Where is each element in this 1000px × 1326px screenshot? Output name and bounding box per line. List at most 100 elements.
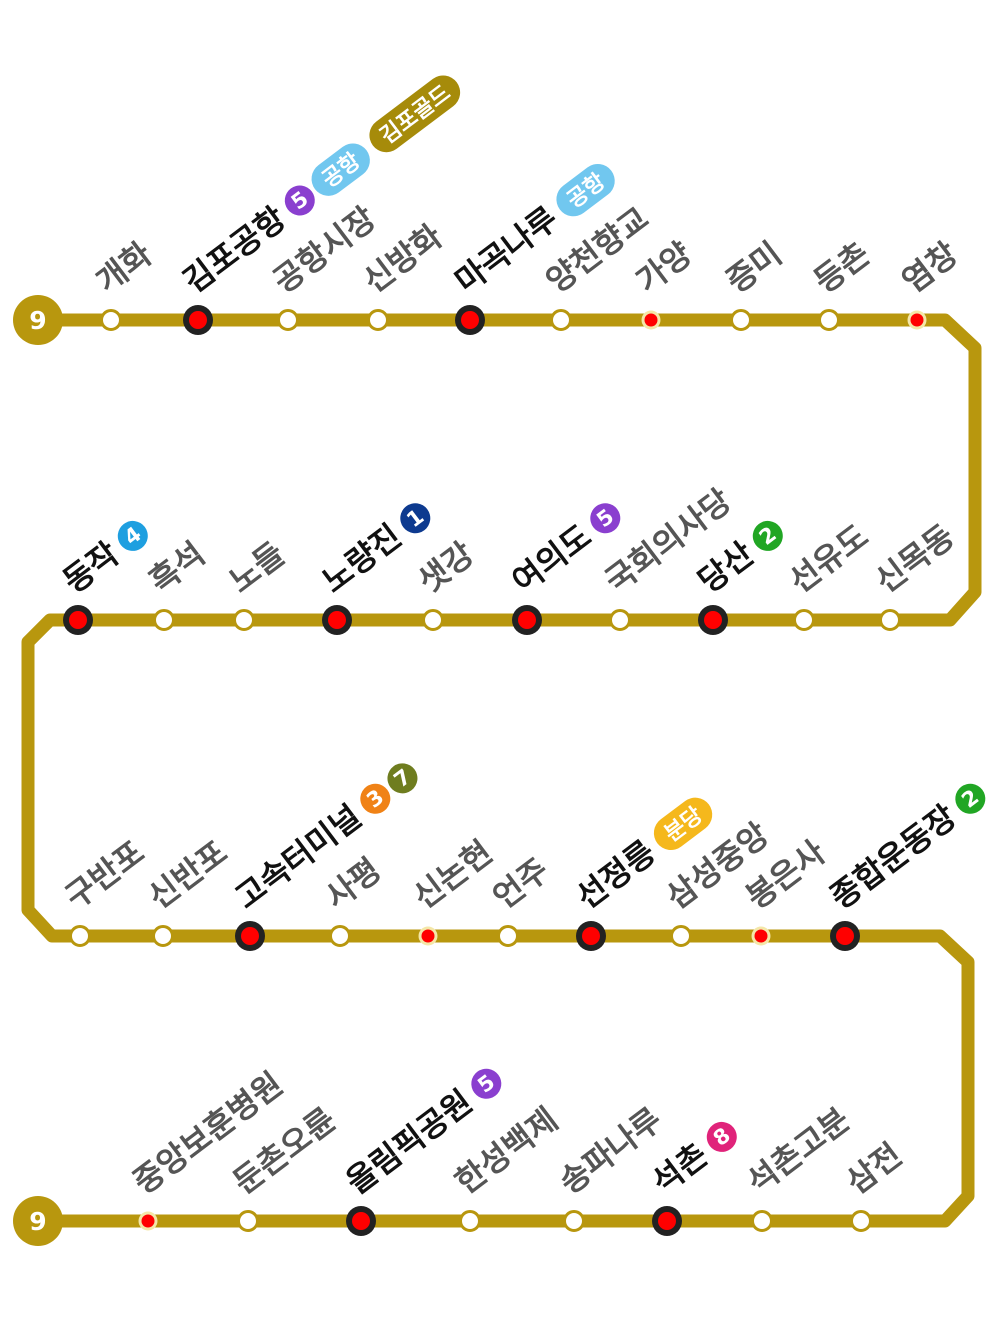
station-label-group: 삼전 (839, 1136, 909, 1202)
badge-circle (284, 185, 315, 216)
station-marker (233, 609, 255, 631)
line-number: 9 (29, 1207, 46, 1236)
station-name: 신논현 (406, 833, 499, 917)
station-label-group: 가양 (629, 235, 699, 301)
station-name: 삼전 (839, 1136, 909, 1202)
station-name: 양천향교 (539, 199, 656, 300)
station-name: 신목동 (868, 517, 961, 601)
station-label-group: 신논현 (406, 833, 499, 917)
station-name: 가양 (629, 235, 699, 301)
station-label-group: 사평 (318, 851, 388, 917)
station-name: 선유도 (782, 517, 875, 601)
station-label-group: 석촌고분 (740, 1100, 857, 1201)
station-name: 선정릉 (569, 833, 662, 917)
transfer-station-dot (69, 611, 87, 629)
transfer-line-badge: 7 (387, 763, 418, 794)
station-name: 석촌 (645, 1136, 715, 1202)
station[interactable]: 선유도 (782, 517, 875, 631)
badge-circle (955, 783, 986, 814)
terminal-end-marker: 9 (13, 1196, 63, 1246)
station-marker (329, 925, 351, 947)
express-station-dot (421, 929, 435, 943)
station-name: 구반포 (58, 833, 151, 917)
station-label-group: 송파나루 (552, 1100, 669, 1201)
station-marker (730, 309, 752, 331)
station-marker (879, 609, 901, 631)
transfer-station-dot (352, 1212, 370, 1230)
transfer-line-pill: 공항 (556, 163, 615, 217)
pill-background (653, 797, 713, 851)
station-marker (459, 1210, 481, 1232)
express-station-dot (754, 929, 768, 943)
station-name: 종합운동장 (823, 797, 963, 916)
transfer-line-pill: 공항 (311, 143, 370, 196)
transfer-line-badge: 5 (284, 185, 315, 216)
transfer-station-dot (658, 1212, 676, 1230)
station-name: 노들 (222, 535, 292, 601)
transfer-line-badge: 8 (706, 1121, 737, 1152)
transfer-line-badge: 2 (955, 783, 986, 814)
station-name: 마곡나루 (448, 199, 565, 300)
station-marker (751, 1210, 773, 1232)
station-marker (563, 1210, 585, 1232)
station-label-group: 양천향교 (539, 199, 656, 300)
station-marker (497, 925, 519, 947)
station-marker (277, 309, 299, 331)
station-name: 김포공항 (176, 199, 293, 300)
station[interactable]: 신반포 (141, 833, 234, 947)
station-marker (850, 1210, 872, 1232)
badge-circle (752, 520, 783, 551)
station[interactable]: 신논현 (406, 833, 499, 946)
station-label-group: 염창 (895, 235, 965, 301)
station[interactable]: 신목동 (868, 517, 961, 631)
route-line (21, 313, 982, 1228)
terminal-markers: 99 (13, 295, 63, 1246)
transfer-station-dot (328, 611, 346, 629)
pill-background (369, 75, 461, 153)
transfer-station-dot (461, 311, 479, 329)
transfer-line-badge: 3 (360, 783, 391, 814)
station-name: 신반포 (141, 833, 234, 917)
station-marker (367, 309, 389, 331)
route-path (21, 313, 982, 1228)
station-name: 송파나루 (552, 1100, 669, 1201)
station-name: 당산 (691, 535, 761, 601)
transfer-line-pill: 김포골드 (369, 75, 461, 153)
transfer-line-badge: 1 (400, 503, 431, 534)
transfer-line-badge: 5 (590, 503, 621, 534)
station-label-group: 흑석 (142, 535, 212, 601)
station-label-group: 증미 (719, 235, 789, 301)
transfer-line-badge: 4 (117, 520, 148, 551)
station[interactable]: 구반포 (58, 833, 151, 947)
transfer-station-dot (241, 927, 259, 945)
station-marker (793, 609, 815, 631)
pill-background (311, 143, 370, 196)
badge-circle (360, 783, 391, 814)
station-name: 개화 (89, 235, 159, 301)
station-marker (609, 609, 631, 631)
terminal-circle (13, 1196, 63, 1246)
badge-circle (387, 763, 418, 794)
transfer-station-dot (518, 611, 536, 629)
station-marker (100, 309, 122, 331)
transfer-station-dot (704, 611, 722, 629)
badge-circle (706, 1121, 737, 1152)
express-station-dot (910, 313, 924, 327)
station-label-group: 노들 (222, 535, 292, 601)
station-name: 사평 (318, 851, 388, 917)
badge-circle (117, 520, 148, 551)
station-marker (237, 1210, 259, 1232)
pill-background (556, 163, 615, 217)
station[interactable]: 석촌고분 (740, 1100, 857, 1232)
badge-circle (471, 1068, 502, 1099)
station-marker (153, 609, 175, 631)
express-station-dot (141, 1214, 155, 1228)
station-label-group: 동작4 (56, 520, 148, 600)
station-label-group: 구반포 (58, 833, 151, 917)
transfer-station-dot (189, 311, 207, 329)
station-name: 여의도 (505, 517, 598, 601)
